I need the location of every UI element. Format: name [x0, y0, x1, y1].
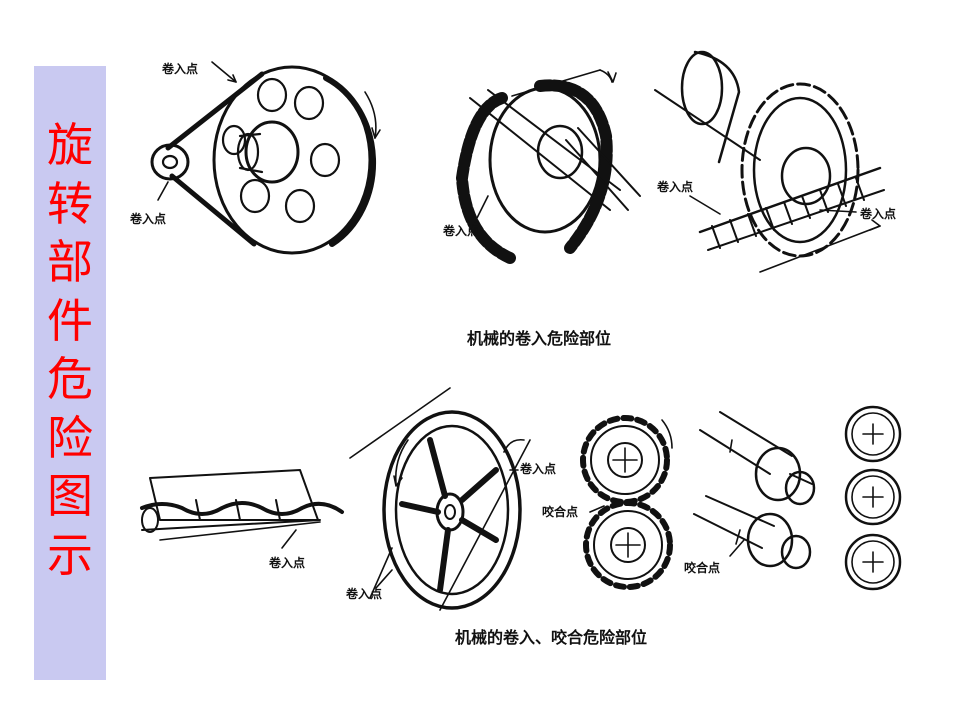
title-char: 图: [47, 469, 93, 523]
meshing-gears-drawing: [580, 415, 673, 590]
title-char: 件: [47, 293, 93, 348]
title-char: 部: [47, 235, 93, 289]
label-in-running-point: 卷入点: [859, 206, 896, 221]
label-in-running-point: 卷入点: [656, 179, 693, 194]
conveyor-drawing: [140, 469, 344, 549]
label-in-running-point: 卷入点: [161, 61, 198, 76]
title-char: 转: [47, 176, 93, 231]
label-in-running-point: 卷入点: [442, 223, 479, 238]
caption-bottom: 机械的卷入、咬合危险部位: [455, 628, 647, 647]
caption-top: 机械的卷入危险部位: [467, 329, 611, 348]
title-char: 旋: [47, 118, 93, 172]
rollers-drawing: [693, 411, 816, 570]
label-nip-point: 咬合点: [684, 560, 720, 575]
label-in-running-point: 卷入点: [268, 555, 305, 570]
label-in-running-point: 卷入点: [519, 461, 556, 476]
sidebar-panel: 旋 转 部 件 危 险 图 示: [34, 66, 106, 680]
sidebar-title: 旋 转 部 件 危 险 图 示: [34, 116, 106, 584]
label-in-running-point: 卷入点: [129, 211, 166, 226]
title-char: 险: [47, 410, 93, 465]
title-char: 危: [47, 352, 93, 406]
chain-sprocket-drawing: [456, 69, 641, 264]
title-char: 示: [47, 527, 93, 582]
belt-pulley-drawing: [150, 61, 381, 255]
label-in-running-point: 卷入点: [345, 586, 382, 601]
label-nip-point: 咬合点: [542, 504, 578, 519]
spoked-wheel-drawing: [349, 387, 531, 611]
roller-ends-drawing: [844, 405, 902, 591]
rack-gear-drawing: [654, 50, 885, 273]
